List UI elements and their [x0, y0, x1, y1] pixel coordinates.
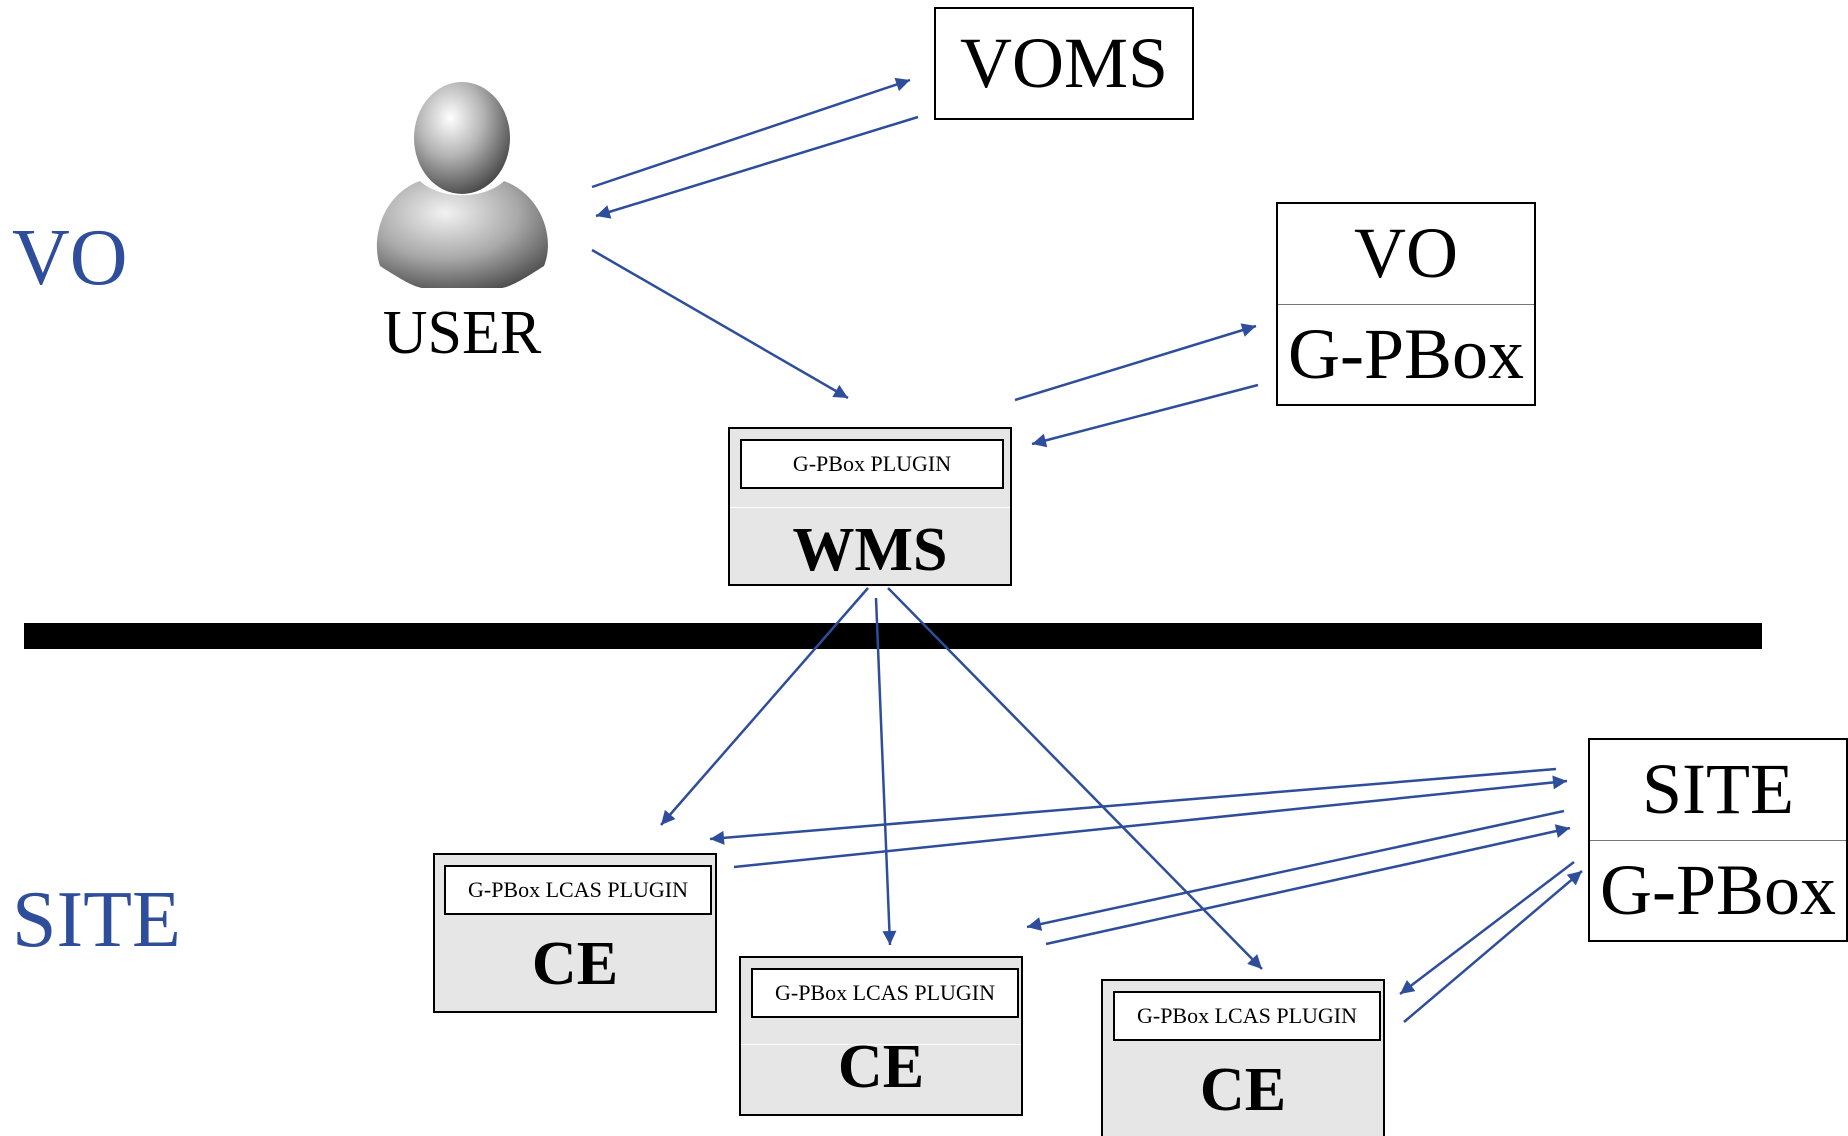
wms-node: G-PBox PLUGIN WMS	[728, 427, 1012, 586]
user-avatar-icon	[362, 76, 562, 296]
site-gpbox-top-label: SITE	[1590, 740, 1846, 841]
arrow-user-to-wms	[591, 248, 849, 400]
ce-plugin-label: G-PBox LCAS PLUGIN	[1136, 1003, 1358, 1028]
ce-plugin-box: G-PBox LCAS PLUGIN	[444, 865, 712, 915]
ce-node: G-PBox LCAS PLUGIN CE	[739, 956, 1023, 1116]
voms-box: VOMS	[934, 7, 1194, 120]
ce-divider	[741, 1044, 1021, 1045]
vo-gpbox-box: VO G-PBox	[1276, 202, 1536, 406]
site-gpbox-box: SITE G-PBox	[1588, 738, 1848, 942]
arrow-ce3-to-site-gpbox	[1403, 870, 1583, 1023]
ce-node: G-PBox LCAS PLUGIN CE	[1101, 979, 1385, 1136]
arrow-user-to-voms	[591, 77, 911, 189]
wms-plugin-box: G-PBox PLUGIN	[740, 439, 1004, 489]
wms-label: WMS	[792, 516, 948, 584]
arrow-wms-to-vo-gpbox	[1014, 323, 1257, 402]
arrow-ce2-to-site-gpbox	[1045, 824, 1571, 946]
arrow-vo-gpbox-to-wms	[1031, 383, 1259, 448]
voms-label: VOMS	[959, 23, 1169, 103]
ce-label: CE	[837, 1033, 925, 1101]
region-label-site: SITE	[12, 876, 181, 964]
vo-gpbox-top-label: VO	[1278, 204, 1534, 305]
ce-node: G-PBox LCAS PLUGIN CE	[433, 853, 717, 1013]
ce-plugin-label: G-PBox LCAS PLUGIN	[467, 877, 689, 902]
arrow-site-gpbox-to-ce2	[1026, 809, 1565, 931]
wms-plugin-label: G-PBox PLUGIN	[792, 451, 952, 476]
ce-label: CE	[531, 930, 619, 998]
wms-divider	[730, 507, 1010, 508]
arrow-site-gpbox-to-ce1	[709, 767, 1557, 845]
ce-plugin-box: G-PBox LCAS PLUGIN	[751, 968, 1019, 1018]
vo-gpbox-bottom-label: G-PBox	[1287, 313, 1525, 394]
ce-plugin-box: G-PBox LCAS PLUGIN	[1113, 991, 1381, 1041]
region-label-vo: VO	[12, 214, 128, 302]
arrow-site-gpbox-to-ce3	[1399, 861, 1575, 995]
user-label: USER	[382, 299, 542, 367]
arrow-voms-to-user	[595, 115, 919, 219]
arrow-ce1-to-site-gpbox	[733, 775, 1568, 869]
site-gpbox-bottom-label: G-PBox	[1599, 849, 1837, 930]
vo-site-divider	[24, 623, 1762, 649]
arrow-wms-to-ce2	[874, 597, 897, 946]
ce-plugin-label: G-PBox LCAS PLUGIN	[774, 980, 996, 1005]
arrow-wms-to-ce3	[887, 587, 1263, 970]
arrow-wms-to-ce1	[660, 587, 869, 826]
ce-label: CE	[1199, 1056, 1287, 1124]
